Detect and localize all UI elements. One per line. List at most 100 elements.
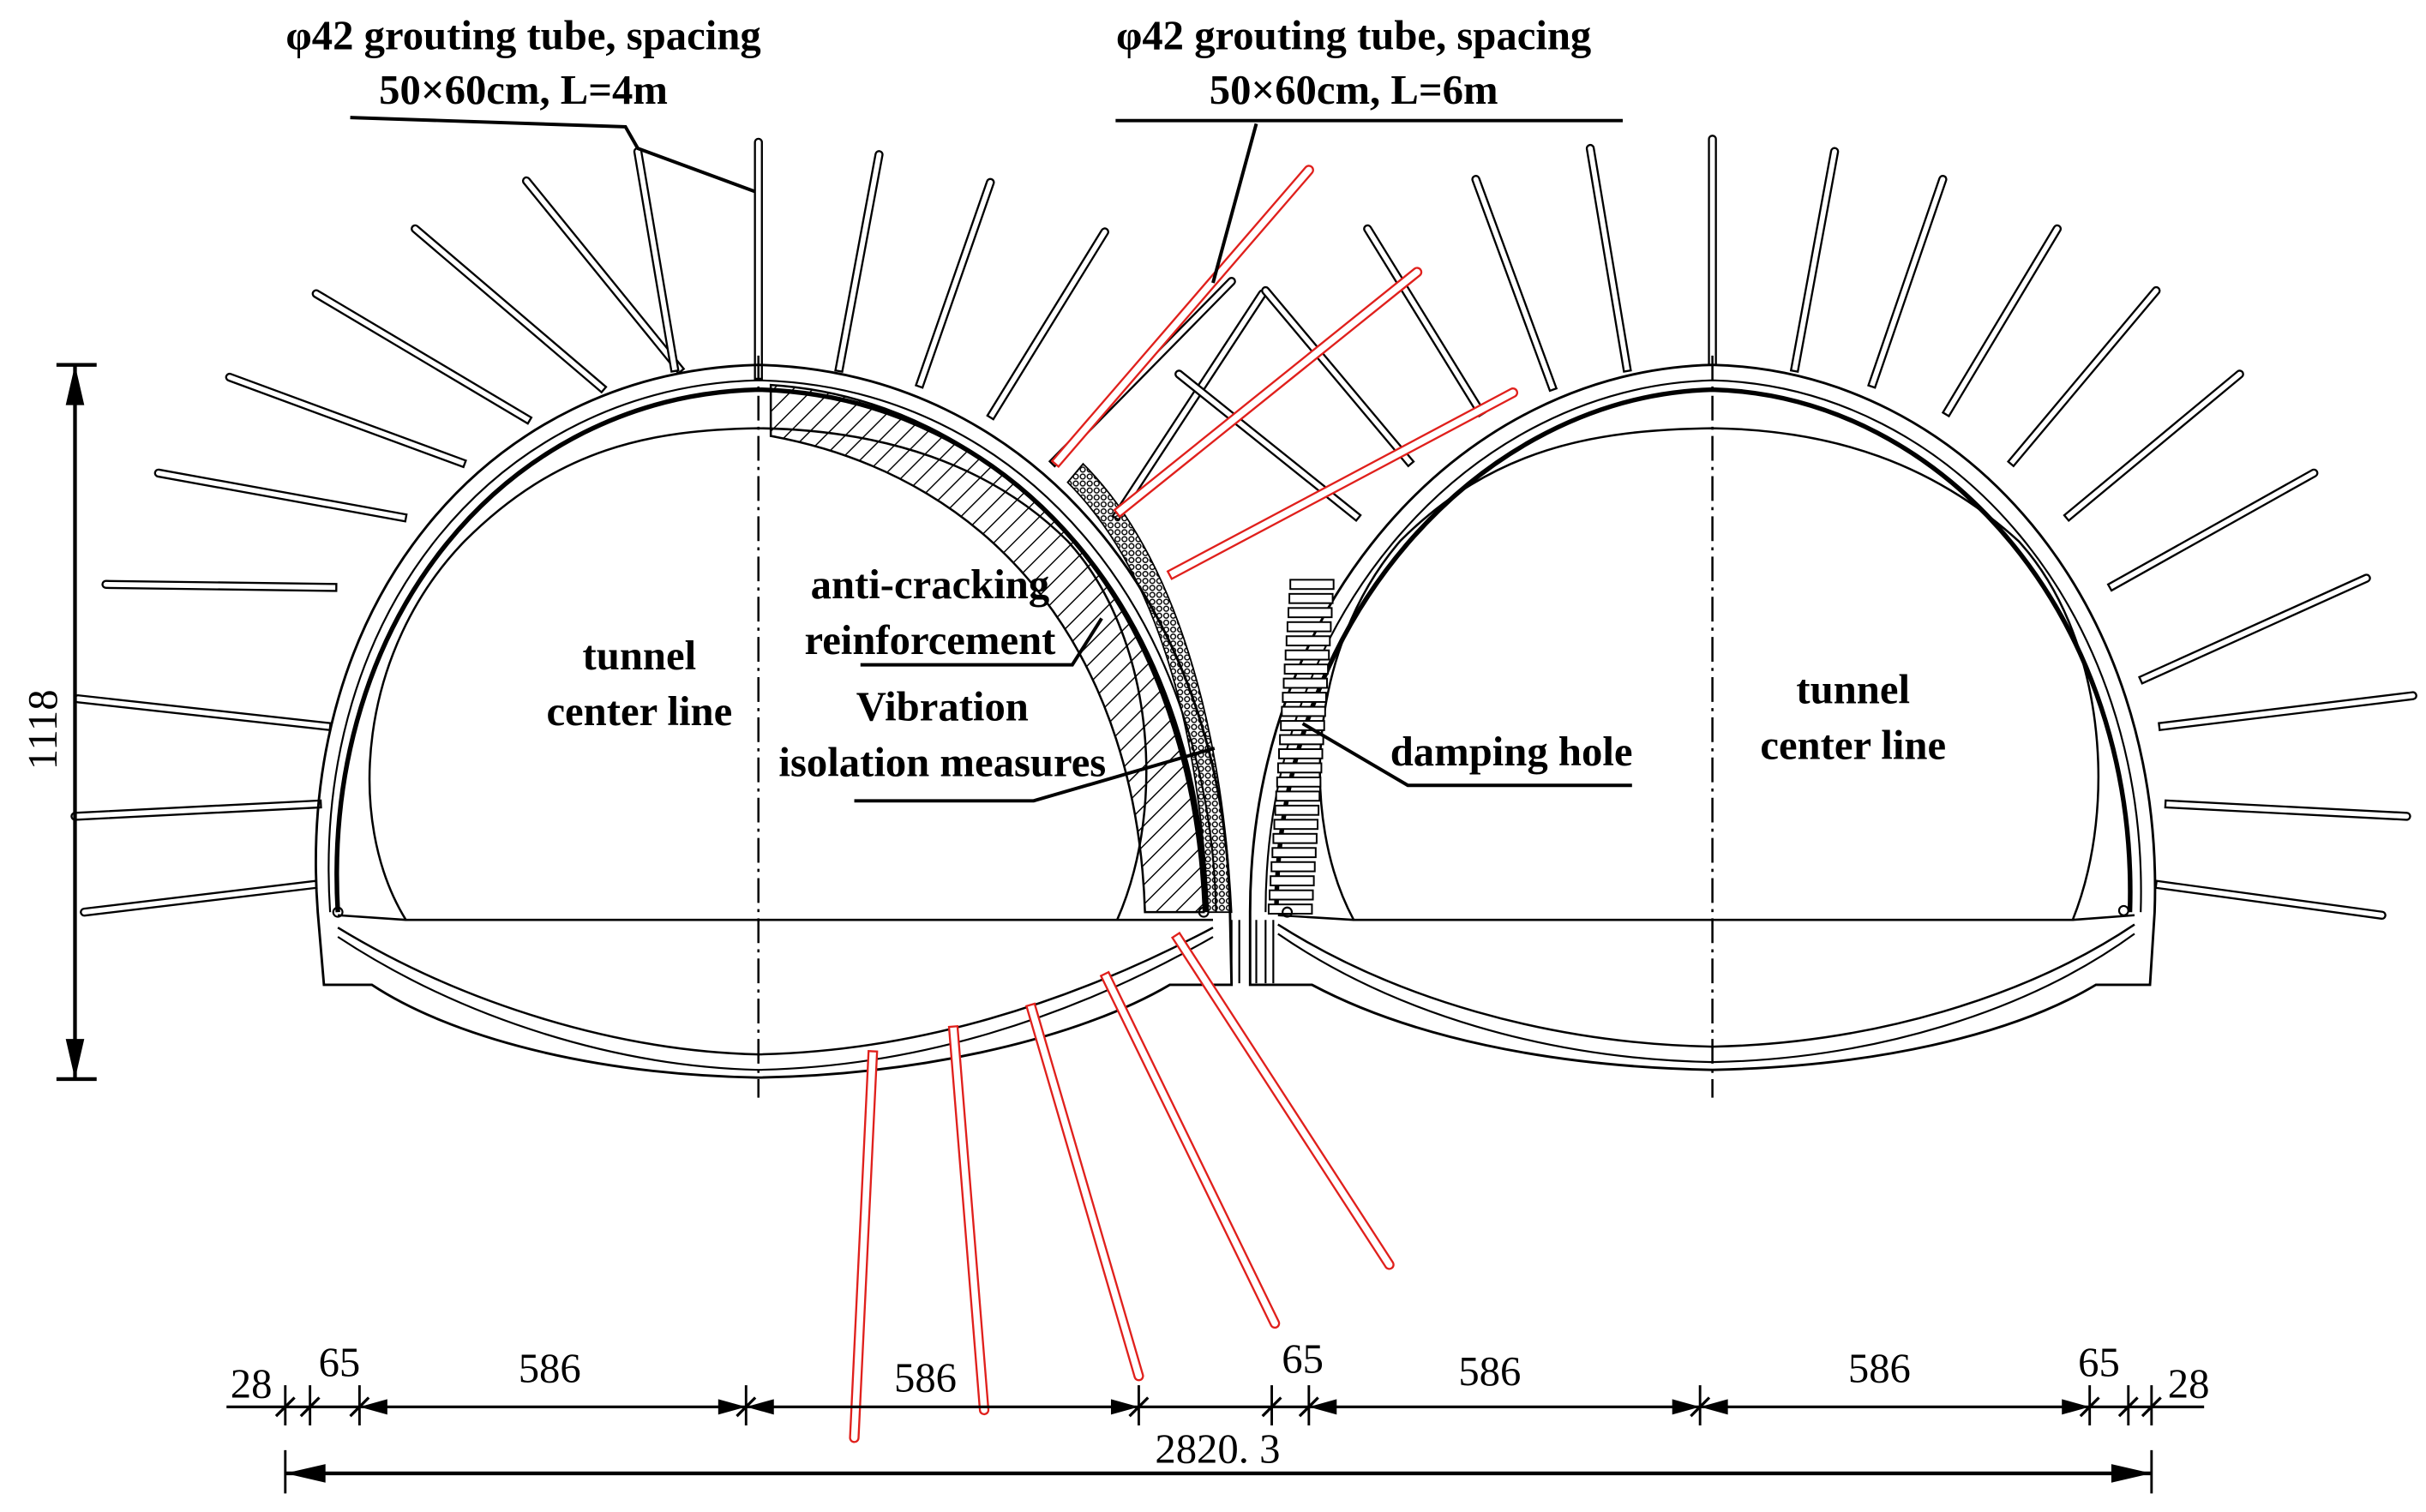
leader-vibration xyxy=(854,747,1216,803)
rock-bolt xyxy=(2158,691,2417,732)
damping-hole xyxy=(1271,847,1317,859)
right-tunnel-lining-line-2 xyxy=(1274,387,2133,913)
dimension-slash xyxy=(1261,1396,1282,1418)
dimension-slash xyxy=(299,1396,321,1418)
damping-hole xyxy=(1280,720,1325,731)
center-lines xyxy=(757,355,1714,1098)
damping-hole xyxy=(1273,819,1319,831)
dimension-arrow xyxy=(718,1399,747,1415)
rock-bolt xyxy=(73,694,332,732)
red-grouting-tube xyxy=(1099,970,1281,1329)
rock-bolt xyxy=(914,177,995,389)
damping-hole xyxy=(1272,832,1318,844)
damping-hole xyxy=(1275,790,1321,802)
damping-hole xyxy=(1284,649,1330,661)
springline-anchors xyxy=(332,904,2129,918)
red-grouting-tube xyxy=(1024,1002,1144,1382)
damping-hole xyxy=(1281,705,1326,717)
dimension-arrow xyxy=(1110,1399,1139,1415)
rock-bolt xyxy=(1471,175,1558,393)
rock-bolt xyxy=(2137,573,2371,685)
total-dimension: 2820. 3 xyxy=(284,1425,2153,1494)
rock-bolt xyxy=(986,227,1109,421)
tube-right-label-line2: 50×60cm, L=6m xyxy=(1210,67,1498,113)
callout-leaders xyxy=(350,116,1632,803)
left-tunnel-invert-top xyxy=(338,914,1213,921)
dimension-arrow xyxy=(1700,1399,1728,1415)
anti-cracking-label-line1: anti-cracking xyxy=(811,561,1050,608)
damping-hole xyxy=(1270,861,1316,873)
tube-left-label-line2: 50×60cm, L=4m xyxy=(379,67,668,113)
left-tunnel-outer-lining xyxy=(315,363,1234,1079)
right-tunnel-inner-contour xyxy=(1318,427,2100,921)
rock-bolt xyxy=(2063,369,2244,523)
damping-hole xyxy=(1287,607,1333,619)
damping-hole xyxy=(1276,776,1322,788)
rock-bolt xyxy=(1867,175,1948,389)
red-grouting-tube xyxy=(849,1050,879,1443)
anti-cracking-label-line2: reinforcement xyxy=(804,617,1055,663)
damping-hole xyxy=(1270,875,1315,887)
rock-bolt xyxy=(1708,135,1717,366)
rock-bolt xyxy=(2006,286,2161,468)
rock-bolt xyxy=(70,799,322,821)
segment-dimension-label: 586 xyxy=(1848,1345,1911,1391)
rock-bolt-group xyxy=(70,135,2417,920)
rock-bolt xyxy=(2164,799,2411,821)
right-tunnel-outer-lining xyxy=(1248,363,2157,1071)
right-center-label-line1: tunnel xyxy=(1796,667,1910,713)
segment-dimension-label: 65 xyxy=(319,1339,361,1385)
dimension-slash xyxy=(2141,1396,2162,1418)
dimension-arrow xyxy=(1308,1399,1337,1415)
dimension-slash xyxy=(2117,1396,2139,1418)
damping-hole xyxy=(1285,635,1331,647)
dimension-arrow xyxy=(1672,1399,1701,1415)
red-grouting-tube xyxy=(1170,931,1395,1270)
segment-dimension-label: 65 xyxy=(1282,1336,1324,1383)
damping-hole xyxy=(1288,592,1334,604)
red-grouting-tube-group xyxy=(849,165,1518,1443)
rock-bolt xyxy=(1261,285,1415,468)
rock-bolt xyxy=(754,137,763,381)
damping-hole xyxy=(1276,762,1323,774)
rock-bolt xyxy=(1363,224,1486,418)
left-tunnel xyxy=(315,363,1234,1079)
segment-dimension-label: 28 xyxy=(231,1361,273,1407)
red-grouting-tube xyxy=(1113,267,1423,519)
middle-pillar xyxy=(1230,920,1275,984)
red-grouting-tube xyxy=(1166,387,1518,580)
damping-hole-group xyxy=(1267,579,1335,915)
leader-anti-cracking xyxy=(860,617,1103,667)
rock-bolt xyxy=(2106,468,2319,592)
rock-bolt xyxy=(311,289,533,425)
rock-bolt xyxy=(411,224,608,394)
leader-damping xyxy=(1301,722,1632,788)
red-grouting-tube xyxy=(947,1024,990,1416)
left-center-label-line2: center line xyxy=(546,688,732,735)
rock-bolt xyxy=(153,468,408,523)
anti-cracking-hatched-band xyxy=(769,383,1205,914)
rock-bolt xyxy=(834,150,884,373)
vibration-label-line1: Vibration xyxy=(856,684,1029,730)
dimension-arrow xyxy=(359,1399,387,1415)
leader-tube-right-diag xyxy=(1211,123,1258,284)
rock-bolt xyxy=(2154,879,2387,920)
rock-bolt xyxy=(225,372,467,469)
damping-hole-label: damping hole xyxy=(1390,729,1633,775)
rock-bolt xyxy=(80,879,318,917)
segment-dimension-label: 586 xyxy=(519,1345,581,1391)
left-center-label-line1: tunnel xyxy=(583,633,697,679)
rock-bolt xyxy=(1789,147,1840,373)
damping-hole xyxy=(1278,748,1324,759)
right-center-label-line2: center line xyxy=(1760,723,1946,769)
dimension-slash xyxy=(274,1396,296,1418)
tube-left-label-line1: φ42 grouting tube, spacing xyxy=(285,13,760,59)
right-tunnel-lining-line xyxy=(1264,379,2142,913)
tube-right-label-line1: φ42 grouting tube, spacing xyxy=(1116,13,1591,59)
red-grouting-tube xyxy=(1050,165,1314,468)
left-tunnel-lining-line xyxy=(327,379,1217,913)
damping-hole xyxy=(1282,677,1328,689)
